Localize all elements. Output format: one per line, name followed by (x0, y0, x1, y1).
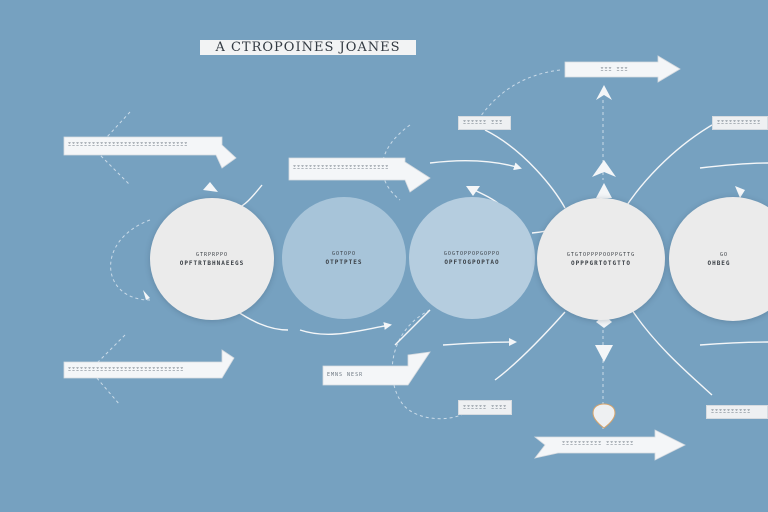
node-2-line-2: OTPTPTES (325, 258, 363, 266)
node-4-line-1: GTGTOPPPPOOPPGTTG (566, 251, 636, 258)
ribbon-bottom (533, 429, 686, 461)
node-2: GOTOPO OTPTPTES (282, 197, 406, 319)
node-1-line-1: GTRPRPPO (195, 251, 229, 258)
tag-mid: ΞΞΞΞΞΞΞΞΞΞΞΞΞΞΞΞΞΞΞΞΞΞΞΞ (293, 165, 390, 171)
ribbon-mid (288, 157, 431, 193)
tag-left-1: ΞΞΞΞΞΞΞΞΞΞΞΞΞΞΞΞΞΞΞΞΞΞΞΞΞΞΞΞΞΞ (68, 142, 189, 148)
up-arrow-icon (596, 85, 612, 100)
tag-left-2: ΞΞΞΞΞΞΞΞΞΞΞΞΞΞΞΞΞΞΞΞΞΞΞΞΞΞΞΞΞ (68, 367, 185, 373)
tag-top-right: ΞΞΞ ΞΞΞ (600, 66, 629, 73)
tag-bottom: ΞΞΞΞΞΞΞΞΞΞ ΞΞΞΞΞΞΞ (562, 441, 635, 447)
node-5: GO OHBEG (669, 197, 768, 321)
node-3: GOGTOPPOPGOPPO OPFTOGPOPTAO (409, 197, 535, 319)
node-4: GTGTOPPPPOOPPGTTG OPPPGRTOTGTTO (537, 198, 665, 320)
up-arrow-icon (592, 160, 616, 177)
node-3-line-1: GOGTOPPOPGOPPO (443, 250, 501, 257)
ribbon-low (322, 351, 431, 386)
node-3-line-2: OPFTOGPOPTAO (444, 258, 500, 266)
pin-icon (592, 403, 616, 429)
diagram-title: A CTROPOINES JOANES (200, 40, 416, 55)
down-arrow-icon (596, 315, 612, 328)
node-2-line-1: GOTOPO (331, 250, 357, 257)
down-arrow-icon (595, 345, 613, 362)
tag-upper-right: ΞΞΞΞΞΞΞΞΞΞΞ (712, 116, 768, 130)
down-arrow-icon (466, 186, 480, 196)
tag-lower-center: ΞΞΞΞΞΞ ΞΞΞΞ (458, 400, 512, 415)
arrow-glyphs (143, 85, 745, 429)
ribbon-left-1 (63, 136, 237, 169)
node-5-line-1: GO (719, 251, 729, 258)
node-4-line-2: OPPPGRTOTGTTO (571, 259, 631, 267)
node-1: GTRPRPPO OPFTRTBHNAEEGS (150, 198, 274, 320)
ribbon-left-2 (63, 349, 235, 379)
ribbon-banners (63, 55, 686, 461)
node-5-line-2: OHBEG (707, 259, 731, 267)
tag-upper-center: ΞΞΞΞΞΞ ΞΞΞ (458, 116, 511, 130)
tag-low: EMNS NESR (327, 372, 364, 378)
up-arrow-icon (596, 183, 612, 198)
ribbon-top-right (564, 55, 681, 83)
node-1-line-2: OPFTRTBHNAEEGS (179, 259, 245, 267)
tag-lower-right: ΞΞΞΞΞΞΞΞΞΞ (706, 405, 768, 419)
